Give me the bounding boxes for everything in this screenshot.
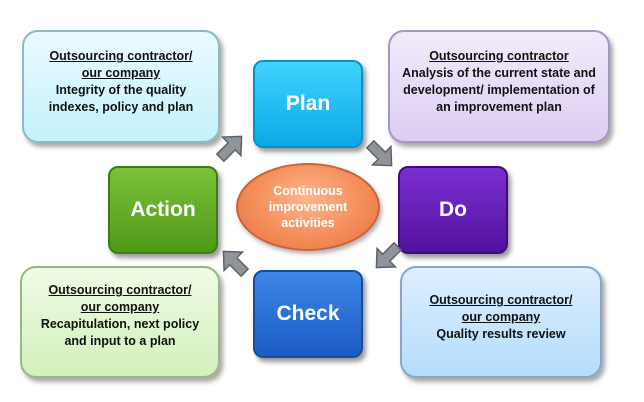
arrow-do-to-check-icon [364, 234, 409, 279]
note-description: indexes, policy and plan [48, 100, 194, 114]
center-label-line: Continuous [273, 184, 343, 198]
note-description: an improvement plan [436, 100, 562, 114]
note-role: our company [461, 310, 541, 324]
action-stage-box: Action [108, 166, 218, 254]
plan-note-right: Outsourcing contractor Analysis of the c… [388, 30, 610, 143]
note-role: our company [80, 300, 160, 314]
check-stage-box: Check [253, 270, 363, 358]
note-description: Integrity of the quality [55, 83, 187, 97]
arrow-check-to-action-icon [211, 239, 256, 284]
note-description: Quality results review [436, 327, 566, 341]
arrow-action-to-plan-icon [208, 124, 253, 169]
note-description: and input to a plan [64, 334, 176, 348]
center-label-line: activities [281, 216, 335, 230]
note-role: Outsourcing contractor/ [48, 283, 192, 297]
note-role: Outsourcing contractor/ [49, 49, 193, 63]
note-description: development/ implementation of [403, 83, 595, 97]
note-role: Outsourcing contractor [429, 49, 569, 63]
note-role: our company [81, 66, 161, 80]
note-role: Outsourcing contractor/ [429, 293, 573, 307]
note-description: Analysis of the current state and [402, 66, 596, 80]
arrow-plan-to-do-icon [358, 132, 403, 177]
note-description: Recapitulation, next policy [40, 317, 200, 331]
center-oval: Continuous improvement activities [236, 163, 380, 251]
plan-stage-box: Plan [253, 60, 363, 148]
check-note: Outsourcing contractor/ our company Qual… [400, 266, 602, 378]
plan-note-left: Outsourcing contractor/ our company Inte… [22, 30, 220, 143]
action-note: Outsourcing contractor/ our company Reca… [20, 266, 220, 378]
center-label-line: improvement [268, 200, 348, 214]
do-stage-box: Do [398, 166, 508, 254]
